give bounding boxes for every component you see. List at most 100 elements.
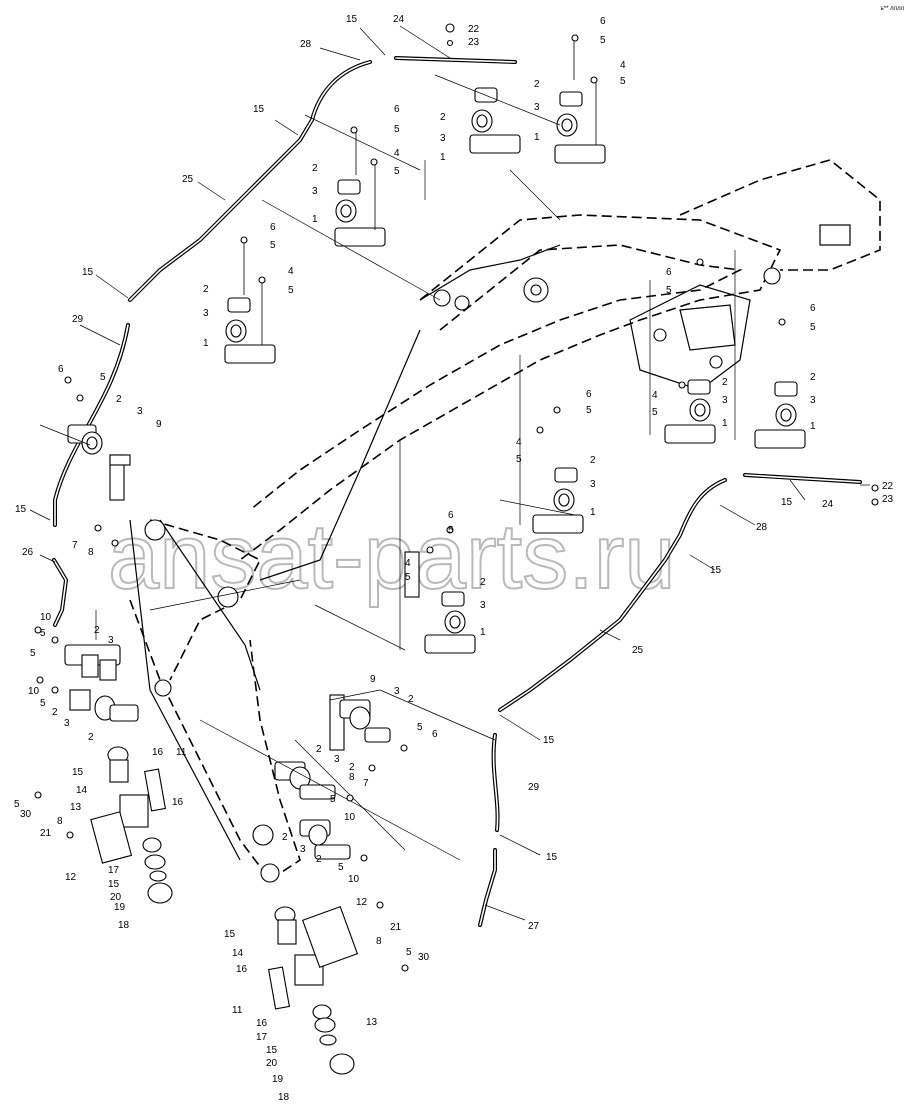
boom-outline xyxy=(129,214,782,883)
callout-13: 13 xyxy=(366,1017,378,1028)
clamp-assembly-j xyxy=(329,694,391,751)
callout-15: 15 xyxy=(346,14,358,25)
callout-10: 10 xyxy=(344,812,356,823)
callout-16: 16 xyxy=(236,964,248,975)
callout-1: 1 xyxy=(440,152,446,163)
callout-24: 24 xyxy=(393,14,405,25)
callout-5: 5 xyxy=(288,285,294,296)
callout-2: 2 xyxy=(312,163,318,174)
callout-4: 4 xyxy=(288,266,294,277)
callout-5: 5 xyxy=(600,35,606,46)
callout-6: 6 xyxy=(448,510,454,521)
clamp-assembly-k xyxy=(274,761,351,860)
callout-4: 4 xyxy=(405,558,411,569)
callout-2: 2 xyxy=(316,854,322,865)
callout-5: 5 xyxy=(394,124,400,135)
callout-15: 15 xyxy=(546,852,558,863)
callout-5: 5 xyxy=(30,648,36,659)
callout-5: 5 xyxy=(338,862,344,873)
callout-3: 3 xyxy=(480,600,486,611)
callout-3: 3 xyxy=(440,133,446,144)
clamp-assembly-g xyxy=(532,467,584,534)
callout-26: 26 xyxy=(22,547,34,558)
callout-2: 2 xyxy=(534,79,540,90)
callout-3: 3 xyxy=(334,754,340,765)
callout-1: 1 xyxy=(590,507,596,518)
callout-5: 5 xyxy=(330,794,336,805)
callout-4: 4 xyxy=(516,437,522,448)
callout-2: 2 xyxy=(282,832,288,843)
callout-14: 14 xyxy=(232,948,244,959)
callout-2: 2 xyxy=(94,625,100,636)
callout-18: 18 xyxy=(278,1092,290,1103)
callout-15: 15 xyxy=(781,497,793,508)
clamp-assembly-i xyxy=(64,644,139,722)
callout-6: 6 xyxy=(394,104,400,115)
callout-1: 1 xyxy=(810,421,816,432)
callout-2: 2 xyxy=(88,732,94,743)
callout-15: 15 xyxy=(543,735,555,746)
callout-3: 3 xyxy=(312,186,318,197)
callout-2: 2 xyxy=(480,577,486,588)
callout-6: 6 xyxy=(58,364,64,375)
callout-17: 17 xyxy=(108,865,120,876)
callout-3: 3 xyxy=(590,479,596,490)
callout-23: 23 xyxy=(882,494,894,505)
callout-8: 8 xyxy=(88,547,94,558)
callout-17: 17 xyxy=(256,1032,268,1043)
callout-1: 1 xyxy=(203,338,209,349)
callout-2: 2 xyxy=(408,694,414,705)
callout-8: 8 xyxy=(349,772,355,783)
callout-3: 3 xyxy=(203,308,209,319)
callout-3: 3 xyxy=(810,395,816,406)
callout-28: 28 xyxy=(300,39,312,50)
callout-13: 13 xyxy=(70,802,82,813)
callout-29: 29 xyxy=(528,782,540,793)
callouts: 15 24 22 23 28 15 25 15 29 6 5 4 5 2 3 1… xyxy=(14,14,894,1103)
callout-15: 15 xyxy=(224,929,236,940)
callout-10: 10 xyxy=(348,874,360,885)
callout-5: 5 xyxy=(270,240,276,251)
hose-line-left xyxy=(52,56,517,627)
callout-3: 3 xyxy=(394,686,400,697)
callout-15: 15 xyxy=(266,1045,278,1056)
callout-5: 5 xyxy=(516,454,522,465)
callout-5: 5 xyxy=(405,572,411,583)
clamp-assembly-f xyxy=(664,379,806,449)
callout-25: 25 xyxy=(632,645,644,656)
callout-8: 8 xyxy=(57,816,63,827)
callout-19: 19 xyxy=(272,1074,284,1085)
callout-21: 21 xyxy=(40,828,52,839)
callout-5: 5 xyxy=(666,285,672,296)
callout-5: 5 xyxy=(620,76,626,87)
callout-2: 2 xyxy=(590,455,596,466)
callout-3: 3 xyxy=(722,395,728,406)
callout-7: 7 xyxy=(363,778,369,789)
callout-12: 12 xyxy=(356,897,368,908)
callout-21: 21 xyxy=(390,922,402,933)
callout-25: 25 xyxy=(182,174,194,185)
callout-15: 15 xyxy=(15,504,27,515)
callout-24: 24 xyxy=(822,499,834,510)
callout-5: 5 xyxy=(14,799,20,810)
callout-5: 5 xyxy=(586,405,592,416)
callout-6: 6 xyxy=(666,267,672,278)
callout-2: 2 xyxy=(52,707,58,718)
callout-14: 14 xyxy=(76,785,88,796)
callout-12: 12 xyxy=(65,872,77,883)
callout-16: 16 xyxy=(152,747,164,758)
clamp-assembly-e xyxy=(67,424,131,501)
callout-3: 3 xyxy=(64,718,70,729)
callout-22: 22 xyxy=(882,481,894,492)
callout-20: 20 xyxy=(266,1058,278,1069)
callout-5: 5 xyxy=(40,698,46,709)
callout-5: 5 xyxy=(448,525,454,536)
clamp-assembly-a xyxy=(554,38,606,164)
callout-4: 4 xyxy=(394,148,400,159)
callout-6: 6 xyxy=(586,389,592,400)
callout-2: 2 xyxy=(116,394,122,405)
valve-assembly-left xyxy=(90,746,173,904)
callout-29: 29 xyxy=(72,314,84,325)
callout-11: 11 xyxy=(176,747,187,758)
